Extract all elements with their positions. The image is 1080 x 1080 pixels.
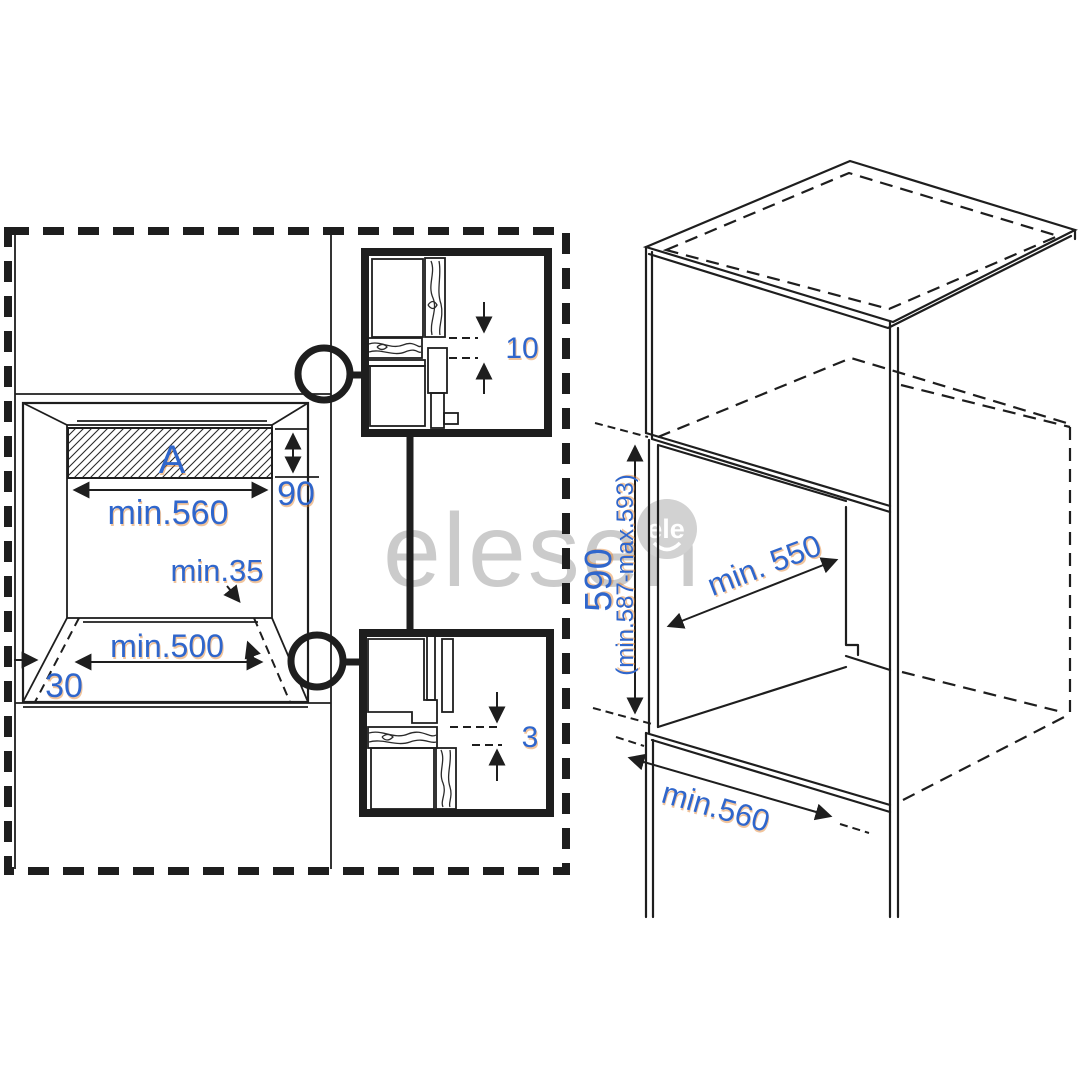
cabinet-panel-lower [370, 747, 435, 810]
dim-min560-bottom-arrow [627, 753, 833, 821]
cabinet-panel-step [367, 638, 438, 724]
lower-cabinet-hidden-back [902, 713, 1071, 801]
front-view: A 90 min.560 min.35 min.500 30 [14, 401, 319, 705]
dim590-ext-bottom [592, 707, 653, 725]
dim590-ext-top [594, 422, 649, 438]
dim590-range-label: (min.587-max.593) [612, 474, 639, 675]
niche-floor-hidden-back [901, 670, 1063, 714]
niche-ceiling-hidden-back [657, 356, 1071, 439]
detail-box-bottom: 3 [359, 629, 554, 817]
niche-left-inner-edge [647, 438, 660, 735]
cabinet-top-face [642, 159, 1078, 324]
dashed-boundary-frame [4, 227, 570, 875]
side-strip-dashed-left [34, 617, 80, 703]
cabinet-top-hidden-back [900, 383, 1071, 429]
oven-flange-foot [443, 412, 459, 425]
detail-bottom-gap-label: 3 [522, 721, 539, 754]
oven-trim-strip-1 [426, 635, 436, 701]
perspective-diag-bl [22, 617, 68, 703]
cabinet-front-right-edge [888, 320, 900, 919]
dim-min560-label: min.560 [108, 494, 229, 532]
perspective-diag-tl [22, 402, 68, 426]
detail-top-gap-label: 10 [505, 332, 538, 365]
watermark-logo-smile-icon [652, 541, 682, 552]
niche-ceiling-front-edge [644, 431, 892, 514]
wood-strip-horizontal [367, 337, 423, 359]
cabinet-front-left-edge [644, 245, 654, 440]
watermark-logo-circle [637, 499, 697, 559]
dim30-label: 30 [45, 667, 83, 705]
cabinet-top-face-inner-edge [647, 234, 1073, 330]
detail-top-frame [361, 248, 552, 437]
dim-min35-leader-up [244, 640, 261, 661]
wood-strip-vertical [424, 257, 446, 338]
perspective-diag-tr [271, 402, 309, 426]
watermark: elesen ele [383, 493, 699, 609]
niche-outer-frame [21, 401, 310, 704]
dim-min500-label: min.500 [110, 628, 224, 664]
niche-back-corner [844, 505, 860, 657]
dim-min560-ext-right [839, 823, 870, 834]
lower-cabinet-front-left-edge [644, 731, 655, 919]
dim-min550-arrow [666, 557, 839, 629]
dim90-label: 90 [277, 475, 315, 513]
dim590-label: 590 [578, 548, 620, 611]
dim-min560-bottom-label: min.560 [658, 775, 774, 839]
top-face-hidden-inner [662, 171, 1062, 311]
cabinet-panel [371, 258, 424, 338]
detail-box-top: 10 [361, 248, 552, 437]
detail-circle-top [294, 344, 354, 404]
left-section: A 90 min.560 min.35 min.500 30 [4, 227, 570, 875]
side-strip-dashed-right [253, 617, 291, 703]
dim-min560-ext-left [615, 736, 645, 747]
wood-strip-vertical [435, 747, 457, 810]
dim-min35-leader-down [223, 584, 241, 603]
watermark-logo-text: ele [647, 514, 685, 544]
oven-flange-lower [430, 392, 445, 429]
niche-inner-frame [66, 424, 273, 619]
oven-trim-strip-2 [441, 638, 454, 713]
detail-circle-bottom [287, 631, 347, 691]
detail-markers [287, 344, 414, 691]
dim-min35-label: min.35 [170, 553, 263, 588]
cabinet-panel-lower [369, 365, 426, 427]
ventilation-area-hatch [67, 427, 273, 479]
niche-floor-edge [656, 654, 892, 729]
vent-area-label: A [159, 438, 186, 482]
dim-min550-label: min. 550 [702, 528, 826, 603]
